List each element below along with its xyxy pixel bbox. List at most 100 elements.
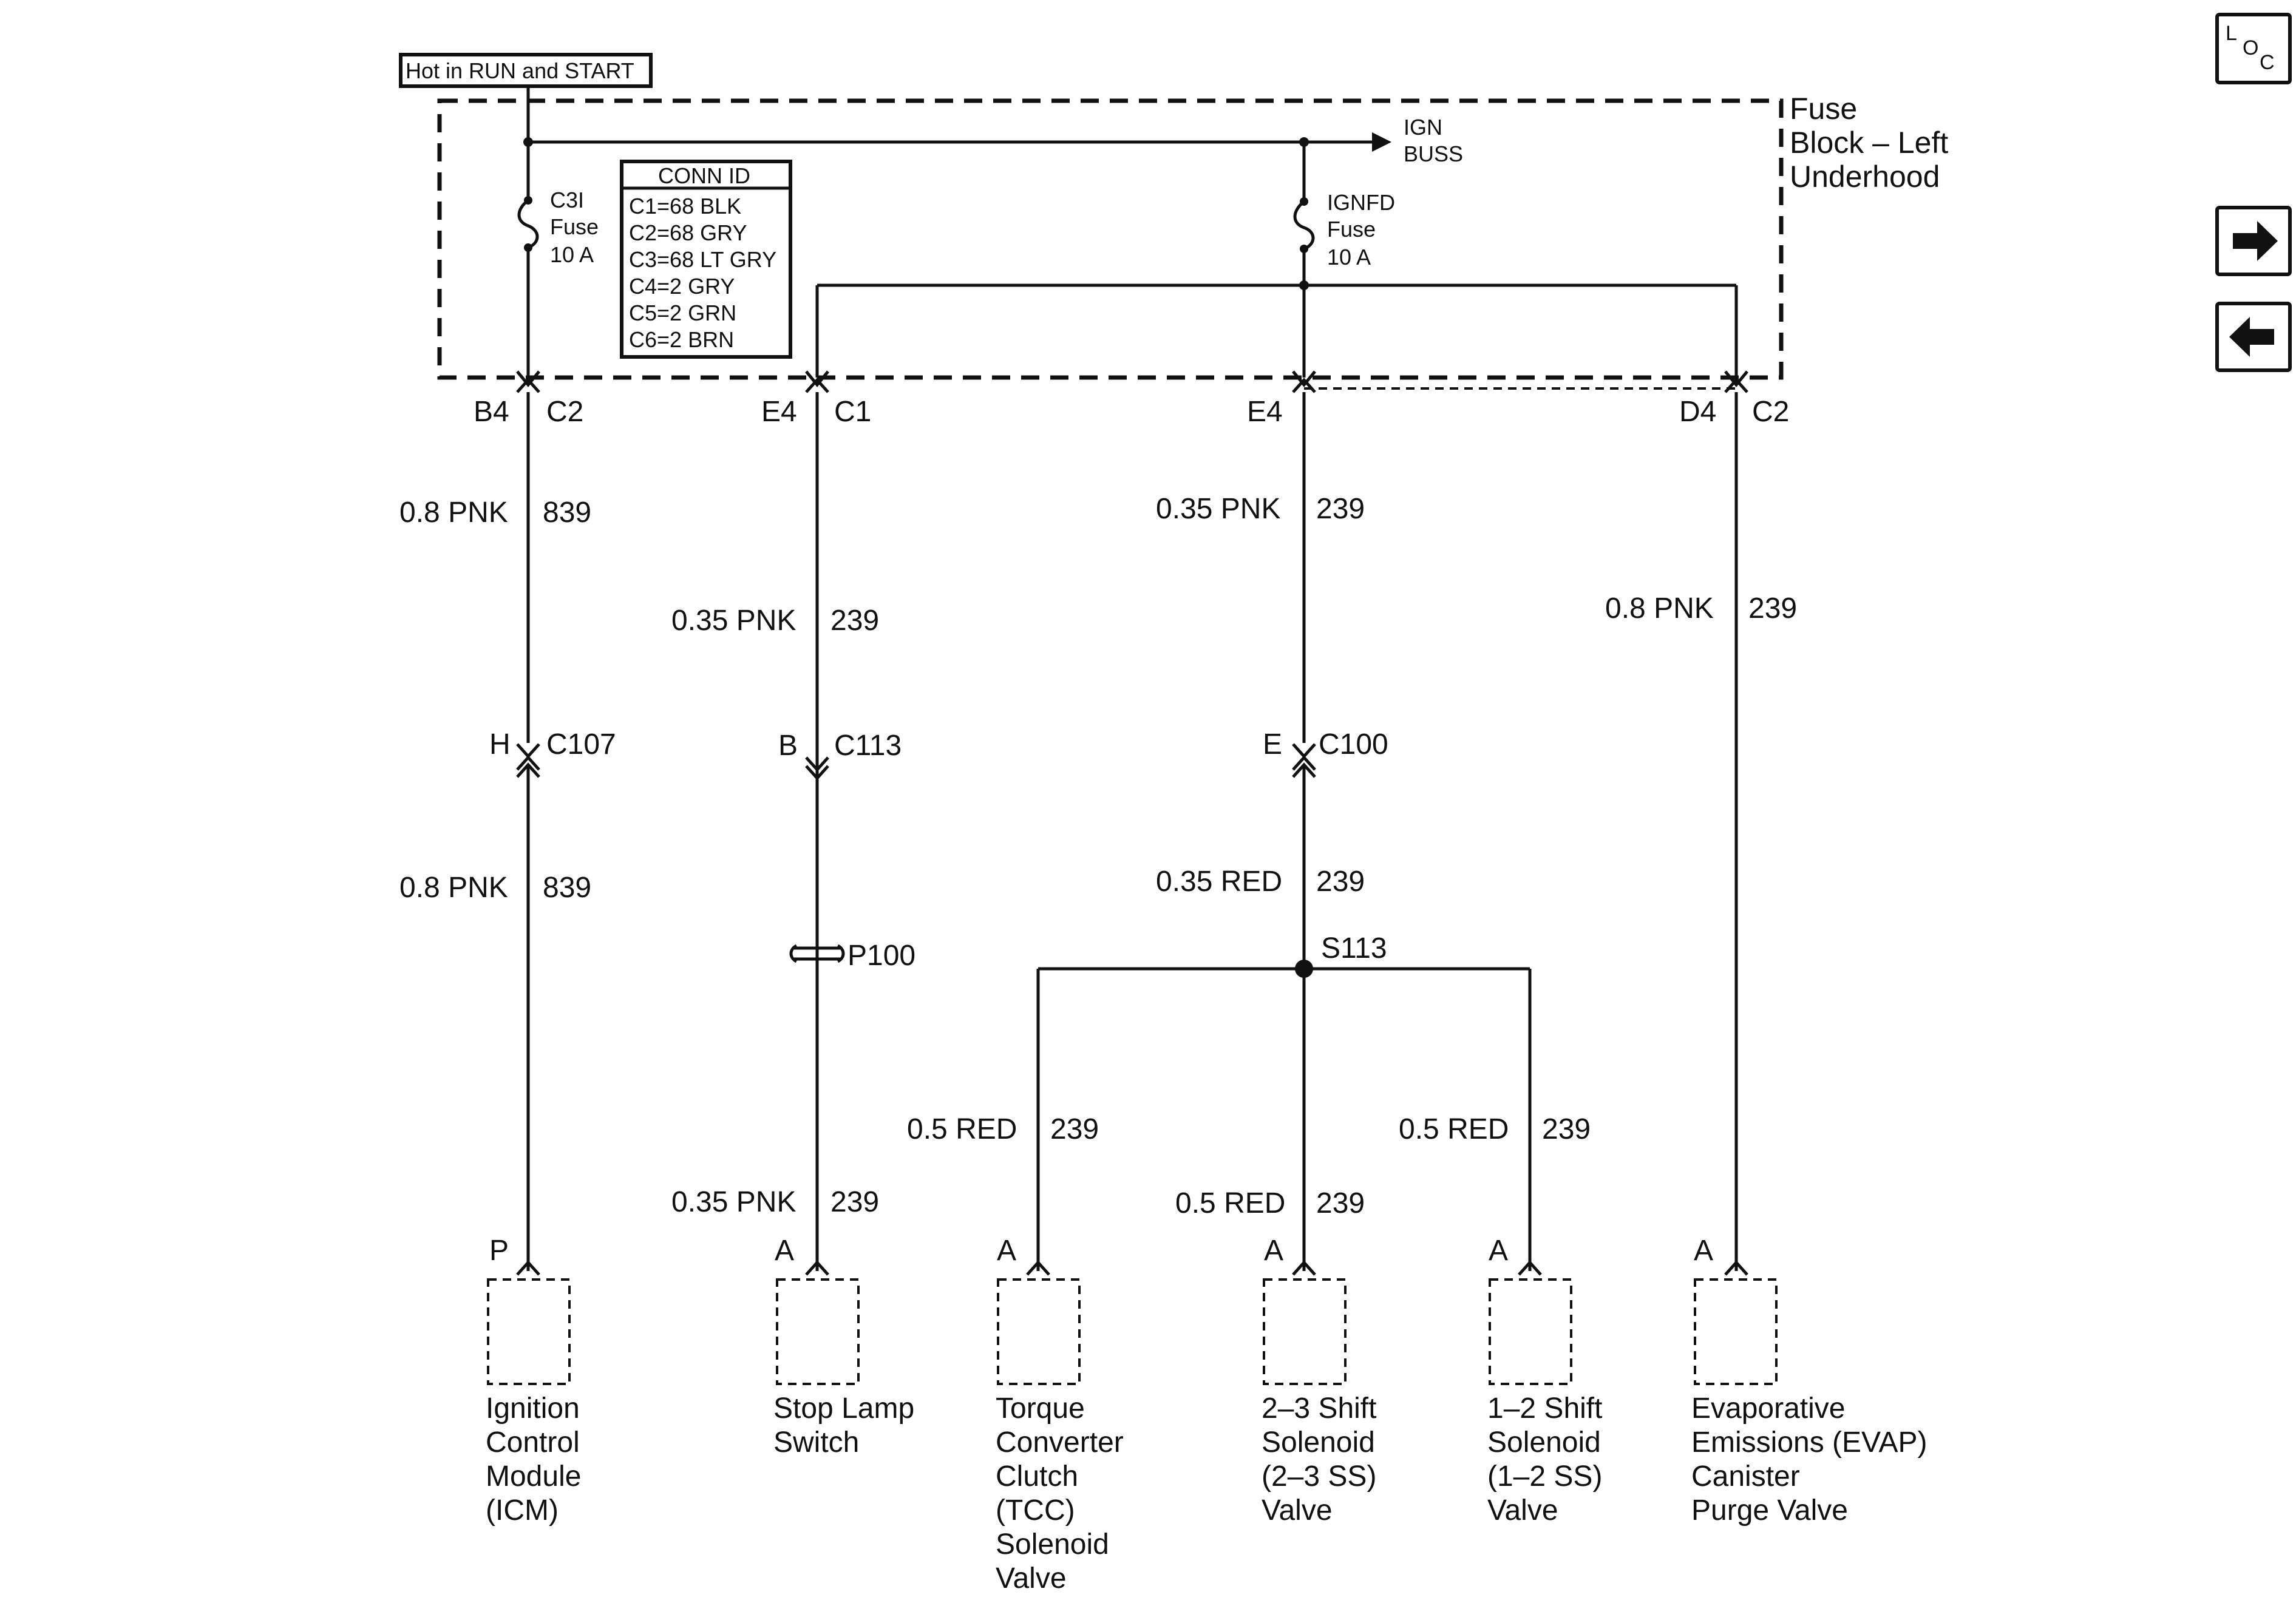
- w3-bot-gauge: 0.5 RED: [1175, 1187, 1285, 1219]
- fuse-block-outline: [437, 98, 1784, 380]
- ign-buss-label-1: IGN: [1404, 115, 1442, 140]
- arrow-left-icon: [2229, 317, 2274, 357]
- icm-pin-icon: [516, 1260, 540, 1276]
- w4-gauge: 0.8 PNK: [1605, 592, 1714, 625]
- tcc-label-6: Valve: [996, 1562, 1067, 1595]
- icm-pin: P: [489, 1235, 509, 1267]
- d4-connector-icon-2: [1724, 378, 1748, 393]
- stop-lamp-component-box: [776, 1278, 860, 1385]
- fuse-block-title-3: Underhood: [1790, 160, 1940, 194]
- e4a-connector-icon-2: [805, 378, 829, 393]
- conn-id-row: C3=68 LT GRY: [629, 247, 776, 272]
- hot-label-box: [399, 53, 653, 88]
- b4-conn: C2: [546, 396, 583, 428]
- conn-id-row: C5=2 GRN: [629, 300, 736, 325]
- e4b-pin: E4: [1247, 396, 1283, 428]
- tcc-label-4: (TCC): [996, 1494, 1075, 1527]
- tcc-label-3: Clutch: [996, 1460, 1078, 1493]
- conn-id-title: CONN ID: [658, 163, 750, 188]
- fuse-block-title-2: Block – Left: [1790, 126, 1948, 160]
- c3i-fuse-icon: [517, 199, 539, 249]
- ss23-label-1: 2–3 Shift: [1262, 1392, 1376, 1425]
- c3i-label-2: Fuse: [550, 214, 599, 239]
- w2-bot-circuit: 239: [830, 1186, 879, 1218]
- c100-conn: C100: [1319, 728, 1388, 761]
- ss12-pin: A: [1489, 1235, 1508, 1267]
- e4a-pin: E4: [761, 396, 797, 428]
- fuse-block-title-1: Fuse: [1790, 92, 1857, 126]
- w2-top-circuit: 239: [830, 605, 879, 637]
- forward-button[interactable]: [2215, 206, 2292, 276]
- w1-bot-gauge: 0.8 PNK: [399, 872, 508, 904]
- w1-bot-circuit: 839: [543, 872, 591, 904]
- ss23-pin-icon: [1292, 1260, 1316, 1276]
- c3i-label-3: 10 A: [550, 242, 594, 267]
- w3-mid-circuit: 239: [1316, 866, 1365, 898]
- w3-bot-circuit: 239: [1316, 1187, 1365, 1219]
- c100-pin: E: [1263, 728, 1282, 761]
- loc-letter-c: C: [2260, 51, 2275, 74]
- tcc-component-box: [997, 1278, 1081, 1385]
- icm-label-2: Control: [486, 1426, 580, 1459]
- tcc-pin: A: [997, 1235, 1016, 1267]
- evap-label-2: Emissions (EVAP): [1691, 1426, 1927, 1459]
- conn-id-row: C2=68 GRY: [629, 220, 747, 245]
- tcc-label-1: Torque: [996, 1392, 1085, 1425]
- ss23-component-box: [1263, 1278, 1347, 1385]
- w3-top-circuit: 239: [1316, 493, 1365, 525]
- w1-top-circuit: 839: [543, 497, 591, 529]
- ignfd-label-3: 10 A: [1327, 245, 1371, 270]
- c107-connector-icon: [516, 743, 540, 759]
- stop-lamp-pin: A: [775, 1235, 794, 1267]
- conn-id-row: C1=68 BLK: [629, 194, 741, 219]
- conn-id-row: C4=2 GRY: [629, 274, 735, 299]
- evap-pin: A: [1694, 1235, 1713, 1267]
- e4b-connector-icon: [1292, 370, 1316, 387]
- stop-lamp-pin-icon: [805, 1260, 829, 1276]
- loc-letter-o: O: [2243, 36, 2258, 59]
- p100-label: P100: [847, 940, 915, 972]
- b4-pin: B4: [474, 396, 509, 428]
- evap-label-1: Evaporative: [1691, 1392, 1845, 1425]
- tcc-label-5: Solenoid: [996, 1528, 1109, 1561]
- stop-lamp-label-2: Switch: [773, 1426, 859, 1459]
- ignfd-fuse-icon: [1293, 200, 1315, 251]
- ss23-pin: A: [1264, 1235, 1283, 1267]
- tcc-label-2: Converter: [996, 1426, 1124, 1459]
- ss12-component-box: [1489, 1278, 1572, 1385]
- w2-top-gauge: 0.35 PNK: [671, 605, 796, 637]
- ign-buss-arrow: [1372, 132, 1391, 152]
- c107-conn: C107: [546, 728, 616, 761]
- c107-connector-icon-2: [516, 755, 540, 771]
- tcc-pin-icon: [1026, 1260, 1050, 1276]
- icm-label-4: (ICM): [486, 1494, 559, 1527]
- ign-buss-label-2: BUSS: [1404, 141, 1463, 166]
- ss12-pin-icon: [1518, 1260, 1542, 1276]
- c113-pin: B: [778, 730, 798, 762]
- conn-id-row: C6=2 BRN: [629, 327, 734, 352]
- loc-letter-l: L: [2226, 22, 2237, 45]
- tcc-circuit: 239: [1050, 1113, 1099, 1145]
- d4-conn: C2: [1752, 396, 1789, 428]
- b4-connector-icon-2: [516, 378, 540, 393]
- s113-label: S113: [1321, 932, 1387, 964]
- evap-component-box: [1694, 1278, 1778, 1385]
- evap-label-4: Purge Valve: [1691, 1494, 1848, 1527]
- icm-label-1: Ignition: [486, 1392, 580, 1425]
- ss23-label-2: Solenoid: [1262, 1426, 1375, 1459]
- icm-component-box: [487, 1278, 571, 1385]
- tcc-gauge: 0.5 RED: [907, 1113, 1017, 1145]
- location-button[interactable]: L O C: [2215, 13, 2292, 84]
- ss12-label-4: Valve: [1487, 1494, 1558, 1527]
- ignfd-label-1: IGNFD: [1327, 190, 1395, 215]
- b4-connector-icon: [516, 370, 540, 387]
- hot-label: Hot in RUN and START: [406, 58, 634, 83]
- ss23-label-3: (2–3 SS): [1262, 1460, 1376, 1493]
- w3-top-gauge: 0.35 PNK: [1156, 493, 1280, 525]
- back-button[interactable]: [2215, 302, 2292, 372]
- w2-bot-gauge: 0.35 PNK: [671, 1186, 796, 1218]
- arrow-right-icon: [2233, 221, 2278, 261]
- c100-connector-icon: [1292, 743, 1316, 759]
- ss12-gauge: 0.5 RED: [1399, 1113, 1509, 1145]
- c3i-label-1: C3I: [550, 188, 584, 212]
